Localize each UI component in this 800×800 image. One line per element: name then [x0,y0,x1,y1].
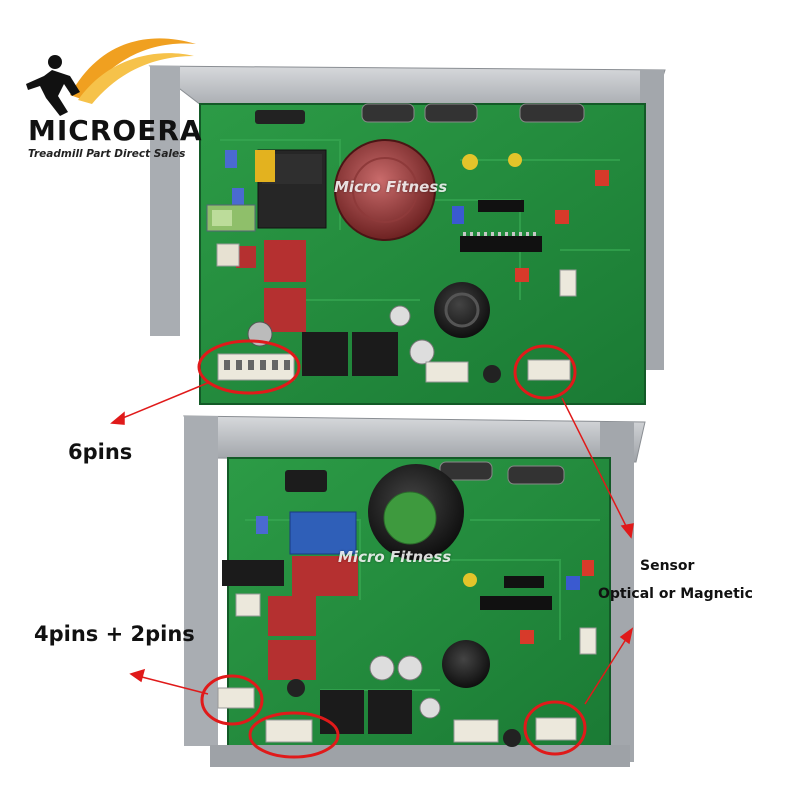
callout-arrows [110,381,634,705]
top-sensor-ring [513,344,577,400]
watermark-top: Micro Fitness [334,178,448,196]
bottom-sensor-ring [523,700,587,756]
brand-name: MICROERA [28,114,203,147]
brand-block: MICROERA Treadmill Part Direct Sales [28,114,203,161]
watermark-bottom: Micro Fitness [338,548,452,566]
four-pin-ring [248,711,340,759]
four-two-pins-label: 4pins + 2pins [34,622,195,646]
bottom-board [183,415,646,767]
runner-logo-icon [26,38,196,116]
sensor-type-label: Optical or Magnetic [598,586,753,602]
two-pin-ring [200,674,264,726]
brand-tagline: Treadmill Part Direct Sales [28,148,186,160]
six-pin-ring [197,339,301,395]
six-pins-label: 6pins [68,440,133,464]
sensor-label: Sensor [640,558,695,574]
top-board [148,65,666,405]
callout-rings [197,339,587,759]
